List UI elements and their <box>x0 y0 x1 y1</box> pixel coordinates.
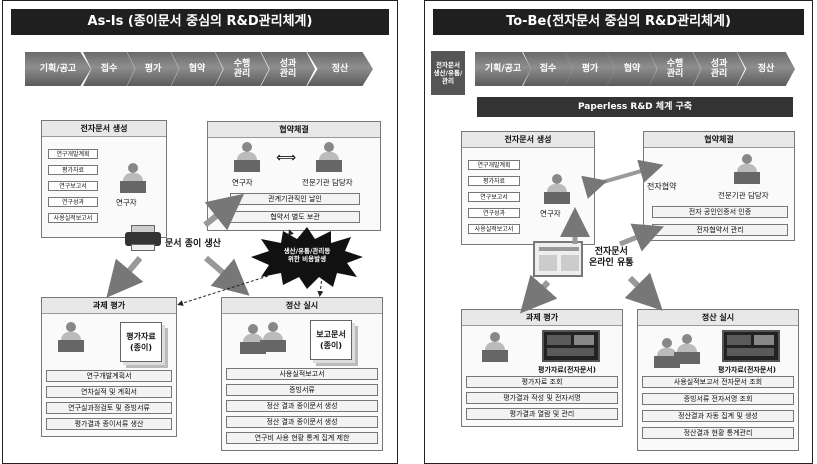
step-execution: 수행 관리 <box>649 52 701 86</box>
settlement-row: 정산 결과 종이문서 생성 <box>226 400 378 412</box>
as-is-panel: As-Is (종이문서 중심의 R&D관리체계) 기획/공고 접수 평가 협약 … <box>2 0 398 464</box>
researcher-icon <box>234 142 260 172</box>
e-doc-label: 평가자료(전자문서) <box>538 366 596 374</box>
evaluation-row: 평가결과 종이서류 생산 <box>46 418 172 430</box>
step-receipt: 접수 <box>523 52 573 86</box>
researchers-group-icon <box>260 322 286 352</box>
online-doc-icon <box>533 241 583 277</box>
researchers-group-icon <box>654 338 680 368</box>
settlement-title: 정산 실시 <box>222 298 382 314</box>
evaluation-row: 연차실적 및 계획서 <box>46 386 172 398</box>
to-be-first-step: 전자문서 생산/유통/ 관리 <box>431 51 465 95</box>
evaluation-row: 연구개발계획서 <box>46 370 172 382</box>
step-planning: 기획/공고 <box>25 52 91 86</box>
agency-officer-icon <box>316 142 342 172</box>
doc-item: 연구성과 <box>48 197 98 207</box>
tablet-icon <box>722 330 780 362</box>
agreement-title: 협약체결 <box>644 132 794 148</box>
printer-label: 문서 종이 생산 <box>165 239 221 249</box>
evaluation-title: 과제 평가 <box>462 310 622 326</box>
settlement-row: 정산결과 자동 집계 및 생성 <box>642 410 794 422</box>
doc-item: 연구보고서 <box>468 192 520 202</box>
doc-item: 평가자료 <box>48 165 98 175</box>
doc-item: 사용실적보고서 <box>468 224 520 234</box>
step-performance: 성과 관리 <box>261 52 315 86</box>
researcher-icon <box>544 174 570 204</box>
researcher-label: 연구자 <box>540 209 561 218</box>
agreement-row: 관계기관직인 날인 <box>230 193 360 205</box>
researchers-group-icon <box>240 324 266 354</box>
doc-creation-title: 전자문서 생성 <box>42 121 166 137</box>
researchers-group-icon <box>674 334 700 364</box>
step-performance: 성과 관리 <box>693 52 745 86</box>
step-settlement: 정산 <box>737 52 795 86</box>
tablet-icon <box>542 330 600 362</box>
as-is-agreement-box: 협약체결 연구자 ⟺ 전문기관 담당자 관계기관직인 날인 협약서 별도 보관 <box>207 121 381 231</box>
agency-officer-label: 전문기관 담당자 <box>302 178 353 187</box>
doc-item: 연구개발계획 <box>48 149 98 159</box>
paperless-banner: Paperless R&D 체계 구축 <box>477 97 793 117</box>
cost-burst-icon <box>251 227 363 289</box>
researcher-icon <box>120 163 146 193</box>
as-is-title: As-Is (종이문서 중심의 R&D관리체계) <box>11 9 389 35</box>
doc-item: 연구보고서 <box>48 181 98 191</box>
to-be-settlement-box: 정산 실시 평가자료(전자문서) 사용실적보고서 전자문서 조회 증빙서류 전자… <box>637 309 799 451</box>
settlement-row: 정산 결과 종이문서 생성 <box>226 416 378 428</box>
agency-officer-label: 전문기관 담당자 <box>718 191 769 200</box>
to-be-doc-creation-box: 전자문서 생성 연구개발계획 평가자료 연구보고서 연구성과 사용실적보고서 연… <box>461 131 595 245</box>
doc-creation-title: 전자문서 생성 <box>462 132 594 148</box>
e-doc-label: 평가자료(전자문서) <box>718 366 776 374</box>
settlement-row: 증빙서류 <box>226 384 378 396</box>
settlement-row: 사용실적보고서 전자문서 조회 <box>642 376 794 388</box>
to-be-agreement-box: 협약체결 전문기관 담당자 전자 공인인증서 인증 전자협약서 관리 <box>643 131 795 241</box>
step-evaluation: 평가 <box>127 52 179 86</box>
as-is-evaluation-box: 과제 평가 평가자료 (종이) 연구개발계획서 연차실적 및 계획서 연구실과정… <box>41 297 177 437</box>
agreement-row: 협약서 별도 보관 <box>230 211 360 223</box>
step-receipt: 접수 <box>83 52 135 86</box>
evaluator-icon <box>482 332 508 362</box>
doc-item: 연구성과 <box>468 208 520 218</box>
online-distribution-label: 전자문서 온라인 유통 <box>589 247 634 268</box>
settlement-row: 연구비 사용 현황 통계 집계 제한 <box>226 432 378 444</box>
evaluation-row: 연구실과정검토 및 증빙서류 <box>46 402 172 414</box>
to-be-evaluation-box: 과제 평가 평가자료(전자문서) 평가자료 조회 평가결과 작성 및 전자서명 … <box>461 309 623 427</box>
evaluation-row: 평가결과 열람 및 관리 <box>466 408 618 420</box>
as-is-settlement-box: 정산 실시 보고문서 (종이) 사용실적보고서 증빙서류 정산 결과 종이문서 … <box>221 297 383 451</box>
agreement-row: 전자 공인인증서 인증 <box>652 206 788 218</box>
evaluation-row: 평가자료 조회 <box>466 376 618 388</box>
researcher-label: 연구자 <box>232 178 253 187</box>
settlement-title: 정산 실시 <box>638 310 798 326</box>
cost-burst-text: 생산/유통/관리등 위한 비용발생 <box>283 247 331 263</box>
settlement-row: 사용실적보고서 <box>226 368 378 380</box>
evaluator-icon <box>58 322 84 352</box>
agreement-title: 협약체결 <box>208 122 380 138</box>
step-evaluation: 평가 <box>565 52 615 86</box>
to-be-title: To-Be(전자문서 중심의 R&D관리체계) <box>433 9 804 35</box>
evaluation-row: 평가결과 작성 및 전자서명 <box>466 392 618 404</box>
doc-item: 평가자료 <box>468 176 520 186</box>
to-be-panel: To-Be(전자문서 중심의 R&D관리체계) 전자문서 생산/유통/ 관리 기… <box>424 0 813 464</box>
doc-item: 사용실적보고서 <box>48 213 98 223</box>
e-agreement-label: 전자협약 <box>647 182 677 191</box>
agency-officer-icon <box>734 154 760 184</box>
settlement-row: 정산결과 현황 통계관리 <box>642 427 794 439</box>
step-agreement: 협약 <box>607 52 657 86</box>
double-arrow-icon: ⟺ <box>276 150 297 166</box>
step-execution: 수행 관리 <box>215 52 269 86</box>
printer-icon <box>125 225 161 251</box>
doc-item: 연구개발계획 <box>468 160 520 170</box>
step-agreement: 협약 <box>171 52 223 86</box>
evaluation-title: 과제 평가 <box>42 298 176 314</box>
paper-doc-stack: 보고문서 (종이) <box>310 320 352 360</box>
step-settlement: 정산 <box>307 52 373 86</box>
agreement-row: 전자협약서 관리 <box>652 224 788 236</box>
step-planning: 기획/공고 <box>475 52 531 86</box>
researcher-label: 연구자 <box>116 198 137 207</box>
paper-doc-stack: 평가자료 (종이) <box>120 322 162 362</box>
as-is-doc-creation-box: 전자문서 생성 연구개발계획 평가자료 연구보고서 연구성과 사용실적보고서 연… <box>41 120 167 238</box>
settlement-row: 증빙서류 전자서명 조회 <box>642 393 794 405</box>
